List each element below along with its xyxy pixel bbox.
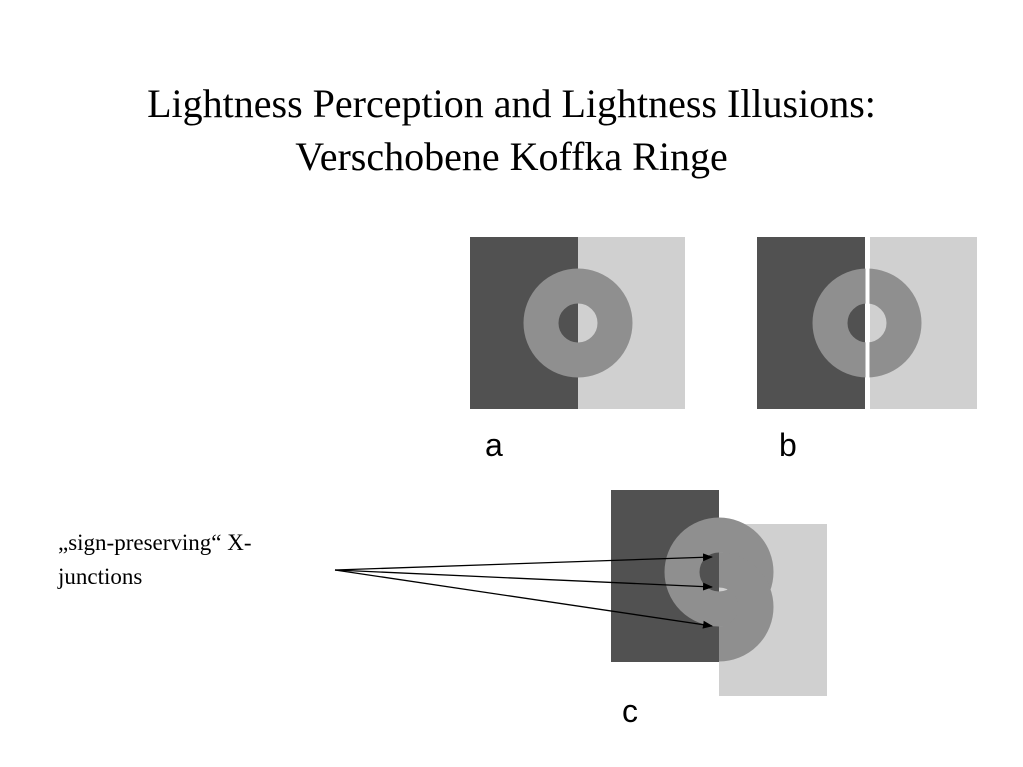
panel-b-dark-field [757, 237, 865, 409]
panel-b: b [757, 237, 977, 463]
panel-a-label: a [485, 427, 503, 463]
panel-a: a [470, 237, 685, 463]
panel-b-label: b [779, 427, 797, 463]
slide-title-line-1: Lightness Perception and Lightness Illus… [147, 81, 876, 126]
arrow-to-lower-junction [334, 569, 713, 629]
junction-arrows [334, 553, 713, 629]
panel-c-lower-ring [719, 552, 774, 662]
panel-a-ring [523, 268, 633, 378]
panel-c: c [611, 490, 827, 729]
arrow-to-upper-junction [334, 553, 713, 571]
panel-c-label: c [622, 693, 638, 729]
arrow-to-middle-junction [334, 569, 713, 591]
slide-title-line-2: Verschobene Koffka Ringe [295, 134, 728, 179]
x-junction-annotation: „sign-preserving“ X- junctions [58, 530, 252, 589]
panel-b-light-field [870, 237, 977, 409]
